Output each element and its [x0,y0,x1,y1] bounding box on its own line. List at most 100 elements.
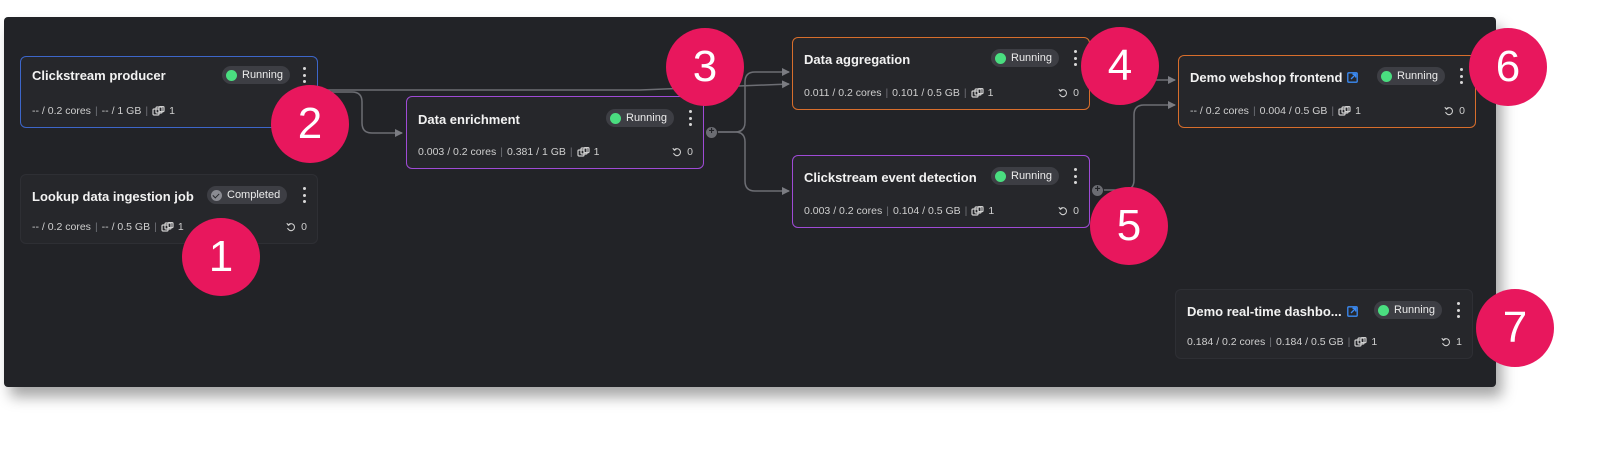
running-status-dot-icon [226,69,237,81]
callout-marker-3: 3 [666,28,744,106]
node-demo-realtime-dashboard[interactable]: Demo real-time dashbo... Running 0.184 /… [1175,289,1473,359]
restart-icon [1058,88,1068,98]
more-options-icon[interactable] [1072,168,1078,184]
expand-port-icon[interactable]: + [705,126,718,139]
node-title-text: Demo real-time dashbo... [1187,304,1342,319]
replica-count: 1 [987,87,994,99]
restart-value: 0 [1459,105,1465,117]
node-title: Data enrichment [418,112,520,127]
restart-icon [1058,206,1068,216]
node-lookup-data-ingestion[interactable]: Lookup data ingestion job Completed -- /… [20,174,318,244]
replicas-icon [971,206,985,216]
node-data-aggregation[interactable]: Data aggregation Running 0.011 / 0.2 cor… [792,37,1090,110]
restart-value: 0 [1073,87,1079,99]
replica-count: 1 [988,205,995,217]
running-status-dot-icon [995,170,1006,182]
cpu-usage: 0.003 / 0.2 cores [418,146,497,158]
replicas-icon [1354,337,1368,347]
node-demo-webshop-frontend[interactable]: Demo webshop frontend Running -- / 0.2 c… [1178,55,1476,128]
status-badge: Running [222,66,290,84]
callout-marker-4: 4 [1081,27,1159,105]
memory-usage: 0.184 / 0.5 GB [1275,336,1344,348]
cpu-usage: -- / 0.2 cores [32,221,91,233]
running-status-dot-icon [1378,304,1389,316]
more-options-icon[interactable] [301,187,307,203]
resource-stats: 0.184 / 0.2 cores| 0.184 / 0.5 GB| 1 [1187,336,1378,348]
status-label: Completed [227,189,281,201]
restart-value: 0 [1073,205,1079,217]
running-status-dot-icon [995,52,1006,64]
more-options-icon[interactable] [1072,50,1078,66]
status-label: Running [1397,70,1438,82]
restart-value: 1 [1456,336,1462,348]
restart-count: 0 [1058,205,1079,217]
replicas-icon [971,88,984,98]
cpu-usage: -- / 0.2 cores [32,105,91,117]
node-title: Lookup data ingestion job [32,189,194,204]
replicas-icon [577,147,590,157]
resource-stats: 0.011 / 0.2 cores| 0.101 / 0.5 GB| 1 [804,87,994,99]
expand-port-icon[interactable]: + [1091,184,1104,197]
running-status-dot-icon [610,112,621,124]
replica-count: 1 [1371,336,1378,348]
node-clickstream-event-detection[interactable]: Clickstream event detection Running 0.00… [792,155,1090,228]
status-badge: Running [606,109,674,127]
cpu-usage: 0.003 / 0.2 cores [804,205,883,217]
resource-stats: 0.003 / 0.2 cores| 0.104 / 0.5 GB| 1 [804,205,995,217]
external-link-icon[interactable] [1347,72,1359,83]
resource-stats: -- / 0.2 cores| 0.004 / 0.5 GB| 1 [1190,105,1361,117]
memory-usage: -- / 0.5 GB [101,221,151,233]
node-title: Demo real-time dashbo... [1187,304,1358,319]
status-badge: Running [991,167,1059,185]
memory-usage: 0.101 / 0.5 GB [892,87,960,99]
restart-count: 0 [1444,105,1465,117]
restart-count: 0 [1058,87,1079,99]
callout-marker-7: 7 [1476,289,1554,367]
replica-count: 1 [169,105,175,117]
status-badge: Completed [207,186,288,204]
replica-count: 1 [593,146,600,158]
more-options-icon[interactable] [1458,68,1464,84]
restart-icon [672,147,682,157]
node-title: Clickstream producer [32,68,166,83]
memory-usage: 0.104 / 0.5 GB [892,205,961,217]
resource-stats: -- / 0.2 cores| -- / 1 GB| 1 [32,105,175,117]
node-data-enrichment[interactable]: Data enrichment Running 0.003 / 0.2 core… [406,96,704,169]
more-options-icon[interactable] [1455,302,1461,318]
memory-usage: 0.004 / 0.5 GB [1259,105,1328,117]
memory-usage: -- / 1 GB [101,105,142,117]
more-options-icon[interactable] [301,67,307,83]
restart-icon [1444,106,1454,116]
node-title-text: Demo webshop frontend [1190,70,1343,85]
external-link-icon[interactable] [1346,306,1358,317]
cpu-usage: -- / 0.2 cores [1190,105,1249,117]
more-options-icon[interactable] [687,110,693,126]
status-label: Running [1394,304,1435,316]
cpu-usage: 0.184 / 0.2 cores [1187,336,1266,348]
callout-marker-1: 1 [182,218,260,296]
replica-count: 1 [177,221,184,233]
replicas-icon [1338,106,1351,116]
restart-value: 0 [301,221,307,233]
status-badge: Running [991,49,1059,67]
status-badge: Running [1374,301,1442,319]
status-label: Running [242,69,283,81]
cpu-usage: 0.011 / 0.2 cores [804,87,882,99]
callout-marker-6: 6 [1469,28,1547,106]
restart-count: 0 [672,146,693,158]
callout-marker-5: 5 [1090,187,1168,265]
status-label: Running [1011,170,1052,182]
callout-marker-2: 2 [271,85,349,163]
node-title: Demo webshop frontend [1190,70,1359,85]
resource-stats: 0.003 / 0.2 cores| 0.381 / 1 GB| 1 [418,146,600,158]
restart-count: 1 [1441,336,1462,348]
completed-check-icon [211,189,222,201]
running-status-dot-icon [1381,70,1392,82]
memory-usage: 0.381 / 1 GB [506,146,566,158]
replicas-icon [152,106,165,116]
restart-value: 0 [687,146,693,158]
resource-stats: -- / 0.2 cores| -- / 0.5 GB| 1 [32,221,184,233]
restart-icon [1441,337,1451,347]
status-label: Running [626,112,667,124]
status-label: Running [1011,52,1052,64]
